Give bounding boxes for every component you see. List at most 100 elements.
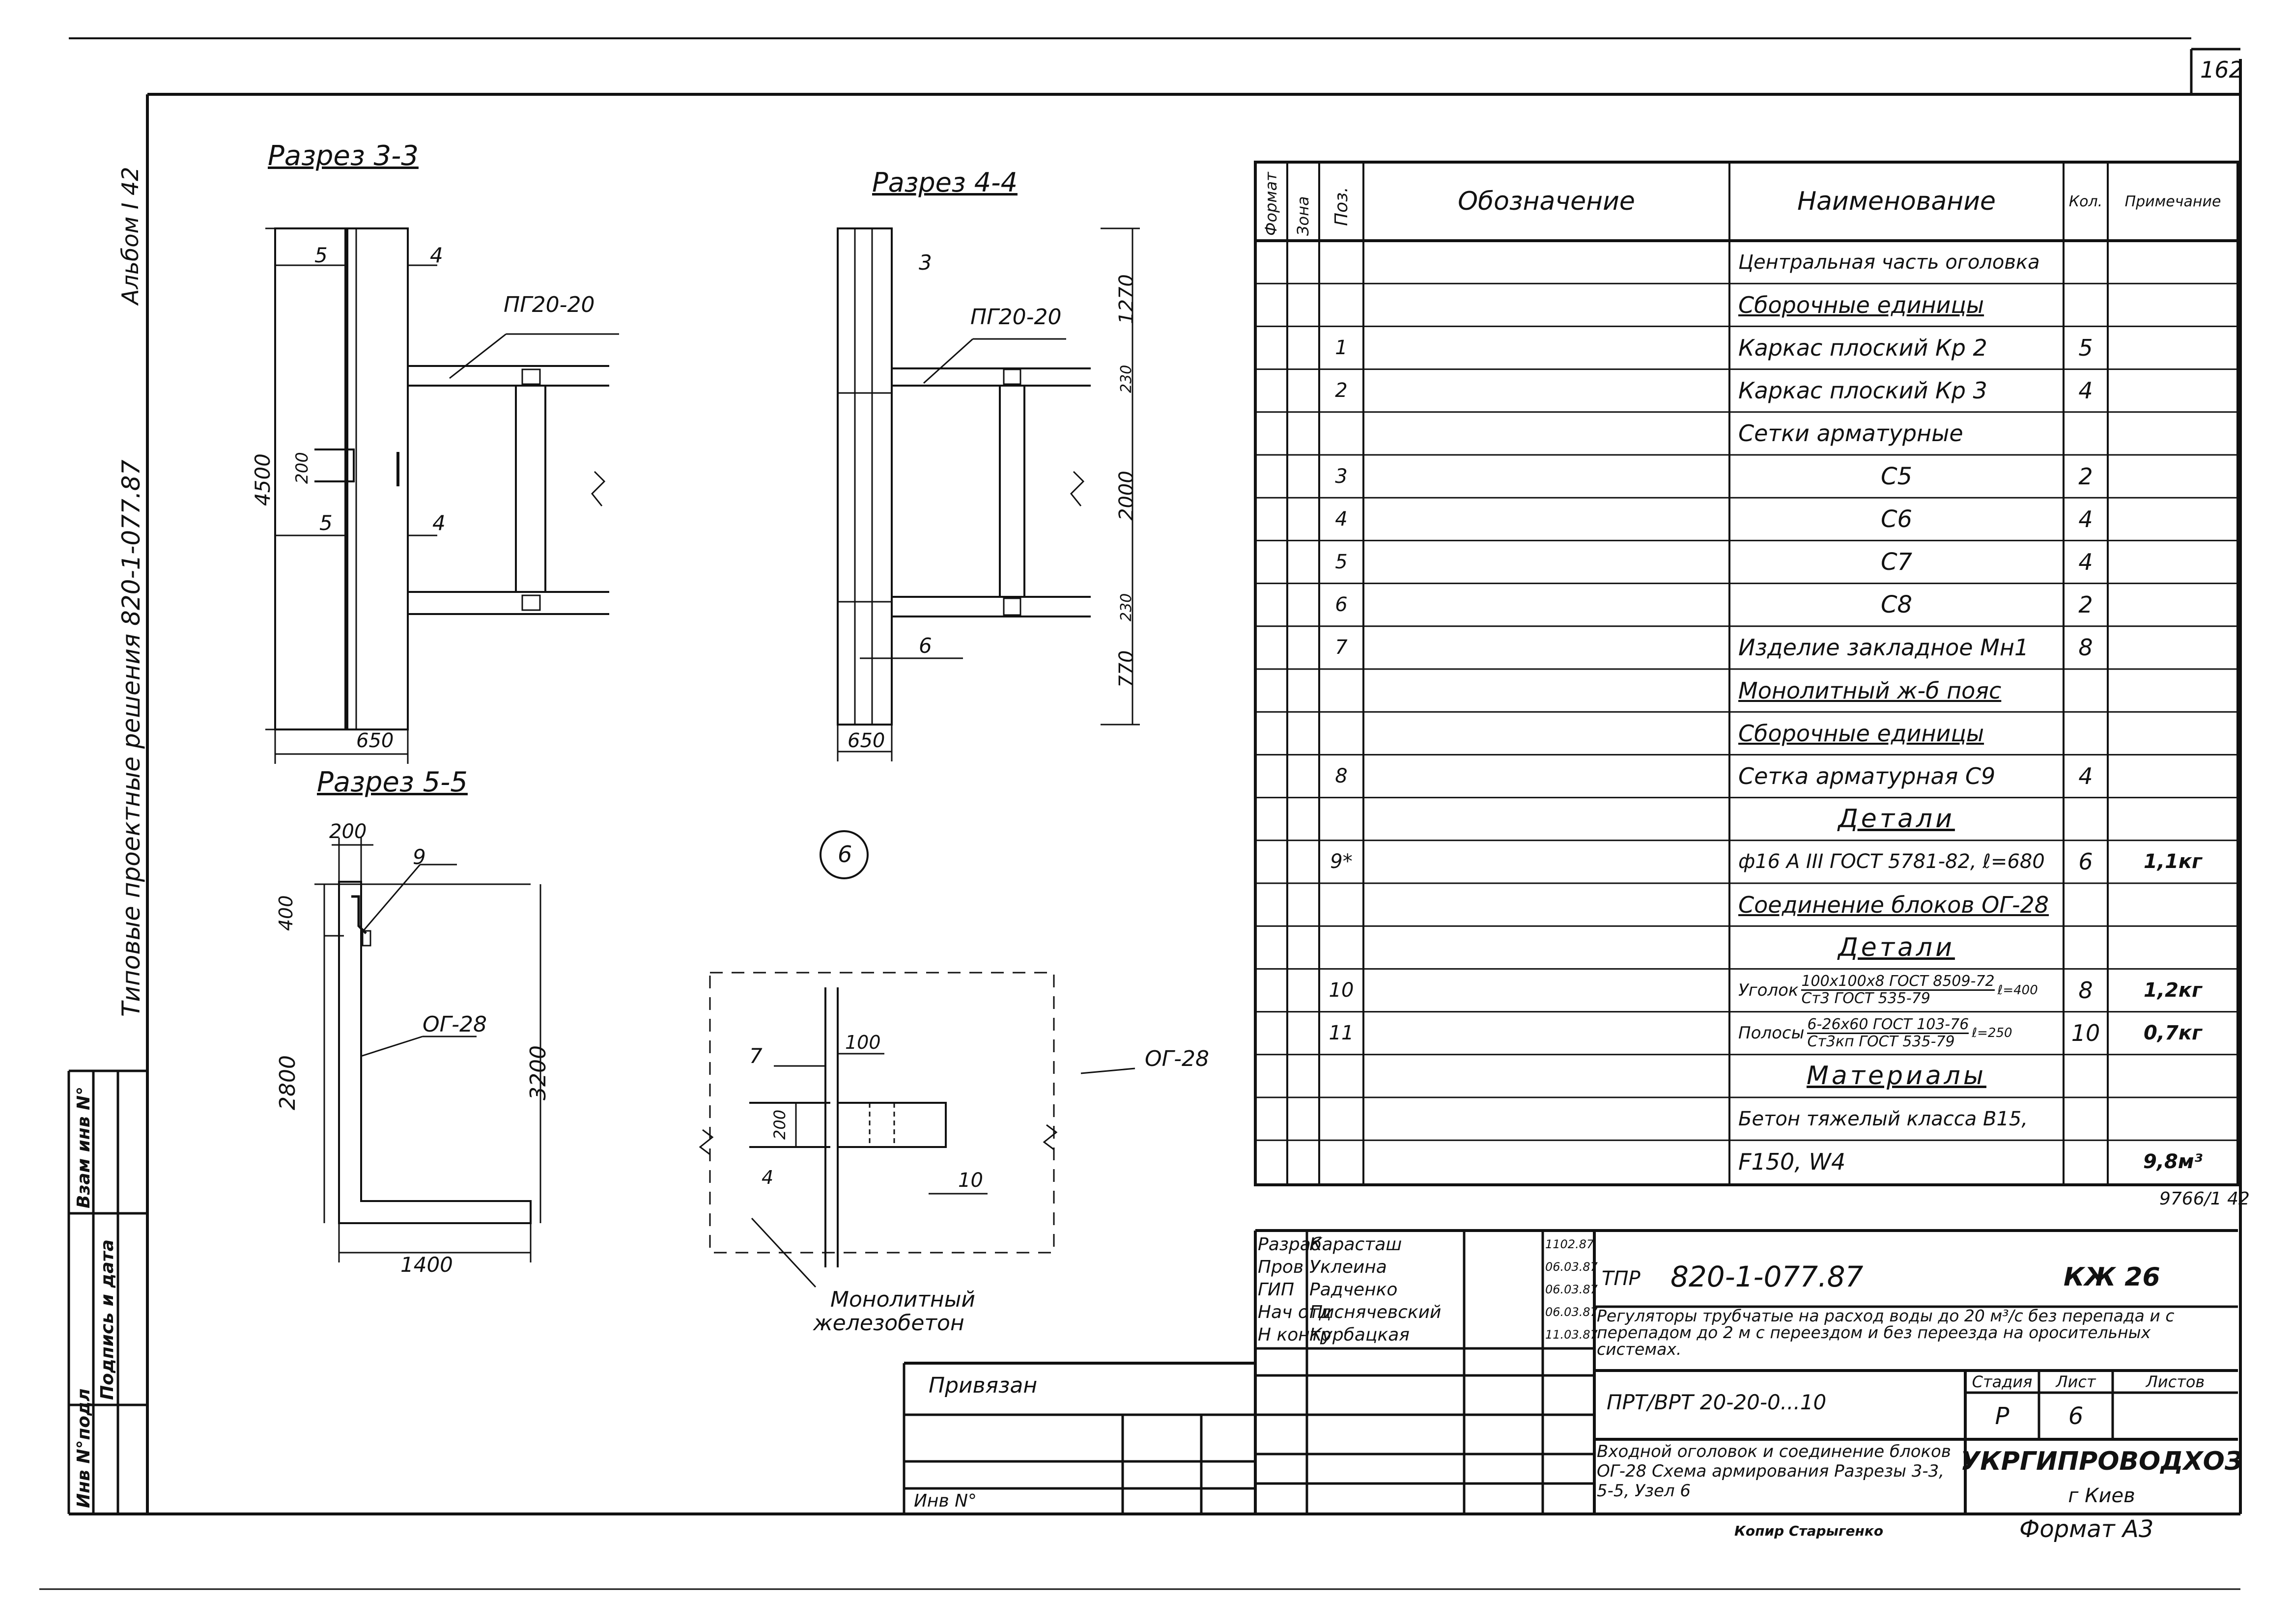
spec-pos (1319, 712, 1363, 755)
section-5-5-title: Разрез 5-5 (317, 766, 468, 798)
tb-code: 820-1-077.87 (1670, 1260, 1864, 1293)
spec-name-text: С5 (1880, 462, 1913, 490)
spec-qty (2064, 798, 2108, 840)
spec-qty (2064, 412, 2108, 455)
tb-role: Н контр (1258, 1324, 1331, 1345)
spec-note (2108, 755, 2238, 797)
tb-date: 1102.87 (1545, 1237, 1594, 1251)
spec-qty: 2 (2078, 463, 2093, 490)
tb-sheet-mark: КЖ 26 (2064, 1262, 2160, 1292)
label-10: 10 (958, 1169, 983, 1192)
spec-note (2108, 498, 2238, 540)
spec-name-text: Соединение блоков ОГ-28 (1738, 891, 2049, 918)
spec-pos: 3 (1335, 465, 1348, 488)
spec-length: ℓ=250 (1972, 1026, 2012, 1041)
spec-header-note: Примечание (2124, 193, 2221, 210)
spec-note (2108, 283, 2238, 326)
tb-stage: Р (1995, 1402, 2009, 1430)
dim-1270: 1270 (1115, 274, 1138, 324)
spec-name-text: С6 (1880, 505, 1913, 533)
spec-qty (2064, 283, 2108, 326)
spec-qty: 10 (2071, 1020, 2100, 1047)
label-og28-b: ОГ-28 (1145, 1046, 1210, 1071)
spec-pos (1319, 241, 1363, 283)
spec-name: Каркас плоский Кр 3 (1729, 369, 2064, 412)
section-4-4-title: Разрез 4-4 (872, 167, 1018, 198)
spec-note (2108, 669, 2238, 712)
spec-pos: 9* (1330, 850, 1353, 873)
spec-note (2108, 1055, 2238, 1097)
dim-5-top: 5 (314, 243, 328, 267)
dim-3: 3 (919, 251, 932, 275)
spec-name-text: С7 (1880, 548, 1913, 576)
dim-650-b: 650 (848, 729, 885, 752)
tb-sheet: 6 (2068, 1402, 2084, 1430)
dim-2800: 2800 (275, 1055, 300, 1110)
tb-org: УКРГИПРОВОДХОЗ (1960, 1447, 2243, 1476)
spec-header-pos: Поз. (1331, 187, 1352, 226)
spec-name-text: С8 (1880, 591, 1913, 619)
tb-sheets (2113, 1393, 2238, 1439)
spec-name-main: Полосы (1738, 1023, 1805, 1043)
section-3-3-lines (265, 227, 619, 764)
tb-sheet-header: Лист (2056, 1372, 2096, 1391)
spec-header-designation: Обозначение (1458, 187, 1635, 216)
spec-name-main: Уголок (1738, 980, 1799, 1000)
spec-name: Монолитный ж-б пояс (1729, 669, 2064, 712)
spec-pos: 4 (1335, 507, 1348, 531)
spec-qty: 4 (2078, 548, 2093, 575)
dim-2000: 2000 (1115, 471, 1138, 521)
spec-qty: 4 (2078, 377, 2093, 404)
tb-privyazan: Привязан (929, 1373, 1038, 1398)
dim-100: 100 (845, 1032, 881, 1053)
spec-length: ℓ=400 (1997, 982, 2038, 998)
dim-4500: 4500 (251, 453, 275, 506)
dim-230-b: 230 (1118, 593, 1135, 621)
spec-name-text: Изделие закладное Мн1 (1738, 634, 2029, 661)
tb-role: Разраб (1258, 1234, 1322, 1255)
spec-name-text: Сборочные единицы (1738, 720, 1984, 747)
spec-header-zone: Зона (1294, 196, 1312, 236)
dim-4-top: 4 (430, 243, 443, 267)
spec-pos: 5 (1335, 550, 1348, 573)
spec-note (2108, 241, 2238, 283)
spec-pos (1319, 1055, 1363, 1097)
tb-desc: Входной оголовок и соединение блоков ОГ-… (1597, 1442, 1951, 1501)
tb-date: 06.03.87 (1545, 1260, 1598, 1274)
spec-note (2108, 883, 2238, 926)
spec-pos: 6 (1335, 593, 1348, 616)
spec-name: С5 (1729, 455, 2064, 498)
spec-fraction-top: 6-26х60 ГОСТ 103-76 (1807, 1015, 1969, 1034)
spec-name-text: Бетон тяжелый класса В15, (1738, 1107, 2028, 1130)
dim-200-b: 200 (329, 820, 367, 843)
spec-qty: 8 (2078, 634, 2093, 661)
spec-name-text: Детали (1838, 932, 1955, 962)
spec-note: 9,8м³ (2143, 1150, 2203, 1173)
label-pg20-20-b: ПГ20-20 (970, 305, 1062, 330)
spec-qty (2064, 669, 2108, 712)
tb-inv: Инв N° (914, 1491, 977, 1511)
spec-name: Сетка арматурная С9 (1729, 755, 2064, 797)
spec-pos (1319, 798, 1363, 840)
tb-name: Радченко (1309, 1279, 1398, 1300)
spec-note (2108, 455, 2238, 498)
spec-qty: 8 (2078, 977, 2093, 1004)
dim-650-a: 650 (356, 729, 394, 752)
spec-pos: 7 (1335, 636, 1348, 659)
label-monolithic: Монолитный (830, 1287, 976, 1312)
spec-header-name: Наименование (1797, 187, 1996, 216)
spec-fraction-bottom: Ст3кп ГОСТ 535-79 (1807, 1033, 1955, 1050)
spec-name: Сборочные единицы (1729, 712, 2064, 755)
dim-4-mid: 4 (432, 511, 446, 535)
spec-pos: 10 (1329, 979, 1354, 1002)
label-reinforced-concrete: железобетон (813, 1311, 964, 1336)
tb-name: Курбацкая (1309, 1324, 1410, 1345)
spec-note: 0,7кг (2144, 1022, 2202, 1045)
spec-name: Детали (1729, 926, 2064, 969)
spec-name: Бетон тяжелый класса В15, (1729, 1097, 2064, 1140)
tb-purpose: Регуляторы трубчатые на расход воды до 2… (1597, 1306, 2175, 1359)
